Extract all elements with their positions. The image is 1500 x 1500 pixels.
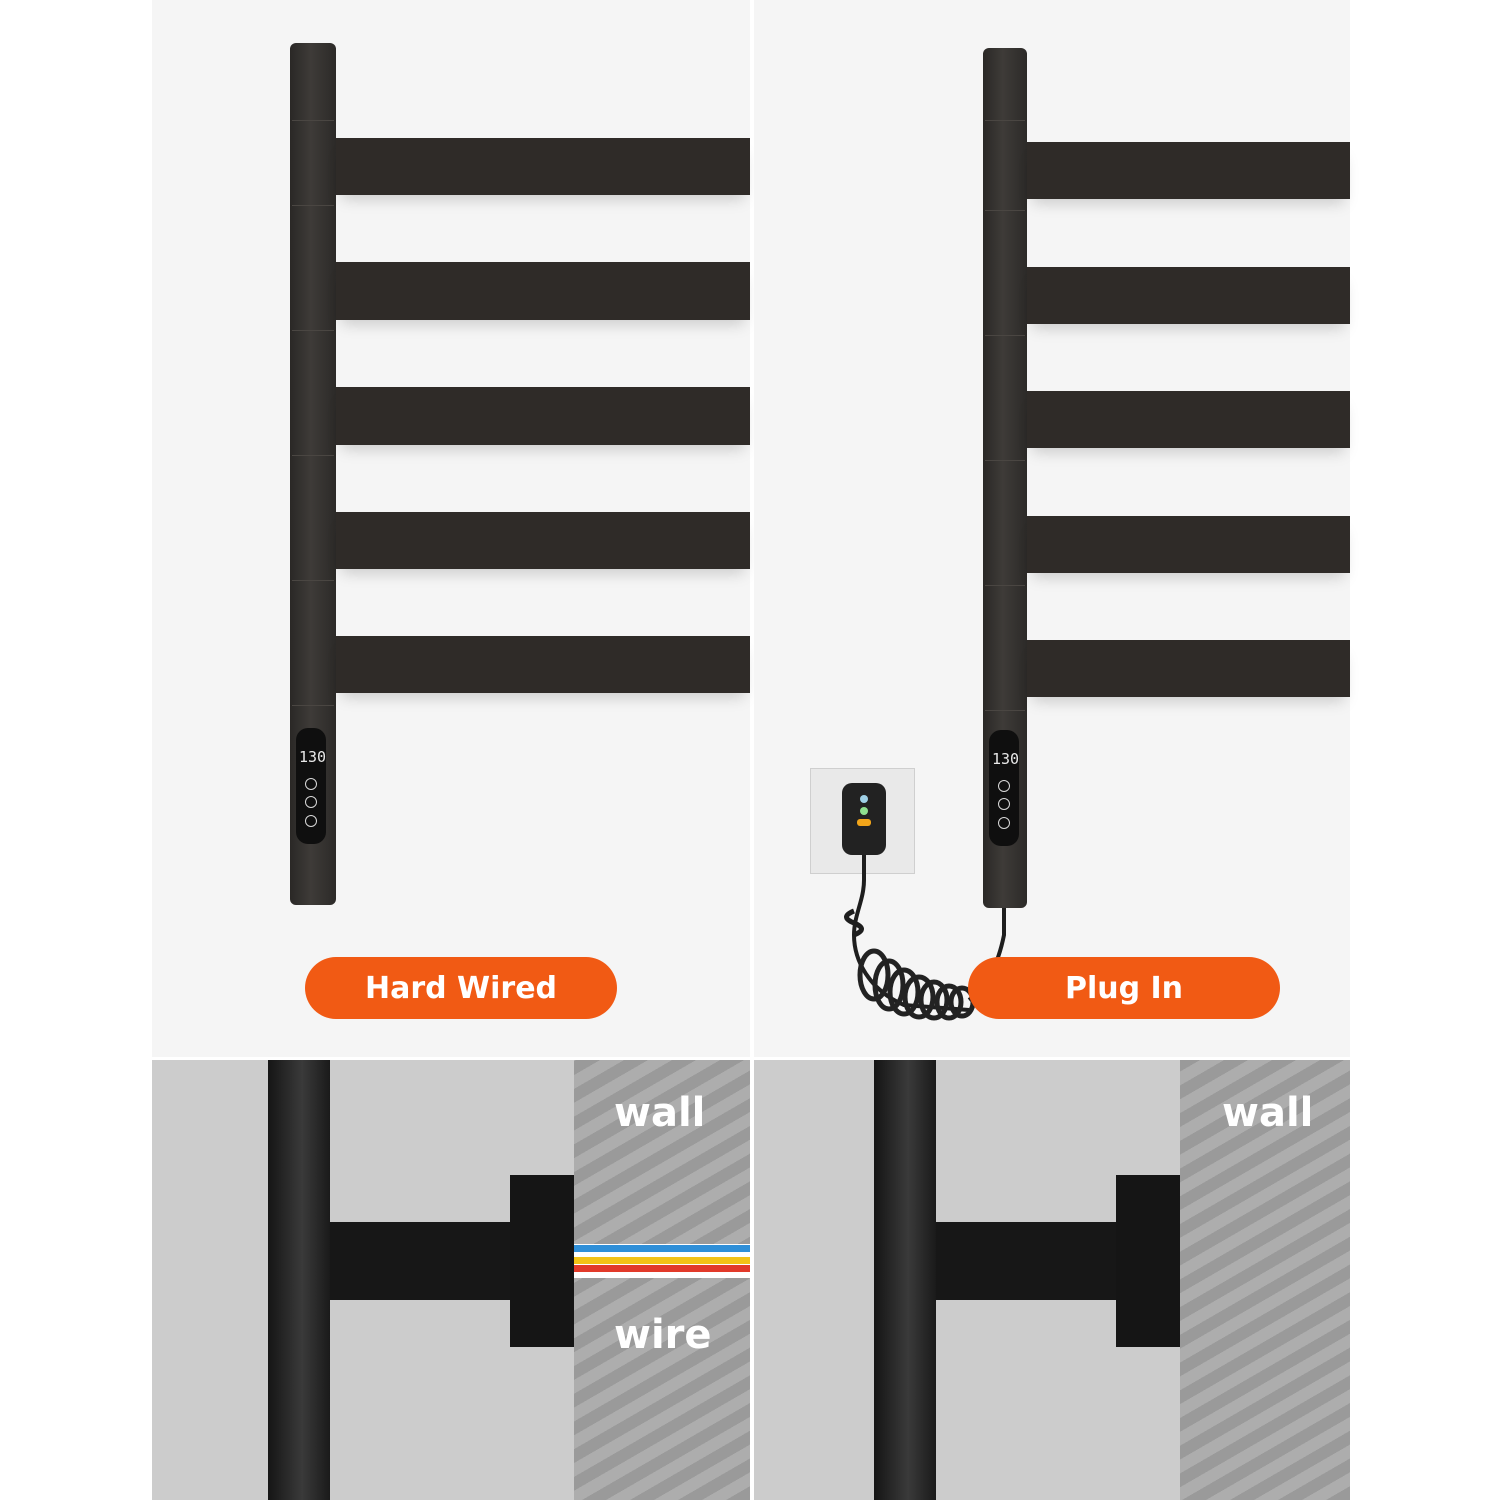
towel-bar — [336, 636, 750, 693]
timer-icon[interactable] — [998, 780, 1010, 792]
wire-strand — [574, 1257, 750, 1264]
wire-strand — [574, 1265, 750, 1272]
pole-segment-line — [985, 710, 1025, 711]
towel-bar — [1027, 516, 1350, 573]
pole-segment-line — [292, 205, 334, 206]
towel-bar — [336, 262, 750, 320]
temperature-readout: 130 — [299, 748, 327, 766]
pole-segment-line — [292, 455, 334, 456]
hard-wired-product-panel: 130 Hard Wired — [152, 0, 750, 1057]
wire-label: wire — [614, 1312, 712, 1358]
hard-wired-label: Hard Wired — [305, 957, 617, 1019]
pole-segment-line — [292, 580, 334, 581]
section-pole — [268, 1060, 330, 1500]
towel-bar — [336, 387, 750, 445]
wall-label: wall — [1222, 1090, 1314, 1136]
plug-in-cross-section: wall — [754, 1060, 1350, 1500]
pole-segment-line — [985, 460, 1025, 461]
control-display-panel: 130 — [296, 728, 326, 844]
plug-in-label: Plug In — [968, 957, 1280, 1019]
control-display-panel: 130 — [989, 730, 1019, 846]
mounting-arm — [330, 1222, 512, 1300]
wire-strand — [574, 1253, 750, 1260]
towel-bar — [1027, 640, 1350, 697]
pole-segment-line — [985, 585, 1025, 586]
towel-bar — [1027, 267, 1350, 324]
indicator-led — [860, 807, 868, 815]
wire-strand — [574, 1245, 750, 1252]
wall-plug-icon — [842, 783, 886, 855]
temperature-readout: 130 — [992, 750, 1020, 768]
heat-level-icon[interactable] — [998, 798, 1010, 810]
wall-section — [1180, 1060, 1350, 1500]
plug-in-product-panel: 130 Plug In — [754, 0, 1350, 1057]
pole-segment-line — [985, 335, 1025, 336]
pole-segment-line — [292, 330, 334, 331]
mounting-arm — [936, 1222, 1118, 1300]
section-pole — [874, 1060, 936, 1500]
towel-bar — [1027, 142, 1350, 199]
power-icon[interactable] — [305, 815, 317, 827]
wall-label: wall — [614, 1090, 706, 1136]
towel-bar — [336, 512, 750, 569]
wall-mount-flange — [1116, 1175, 1180, 1347]
power-icon[interactable] — [998, 817, 1010, 829]
pole-segment-line — [292, 705, 334, 706]
electrical-wire — [574, 1244, 750, 1278]
coiled-cord-icon — [844, 855, 1006, 1021]
wall-section — [574, 1060, 750, 1500]
indicator-led — [860, 795, 868, 803]
heat-level-icon[interactable] — [305, 796, 317, 808]
towel-bar — [336, 138, 750, 195]
pole-segment-line — [985, 120, 1025, 121]
hard-wired-cross-section: wall wire — [152, 1060, 750, 1500]
timer-icon[interactable] — [305, 778, 317, 790]
pole-segment-line — [985, 210, 1025, 211]
pole-segment-line — [292, 120, 334, 121]
wall-mount-flange — [510, 1175, 574, 1347]
indicator-led — [857, 819, 871, 826]
towel-bar — [1027, 391, 1350, 448]
